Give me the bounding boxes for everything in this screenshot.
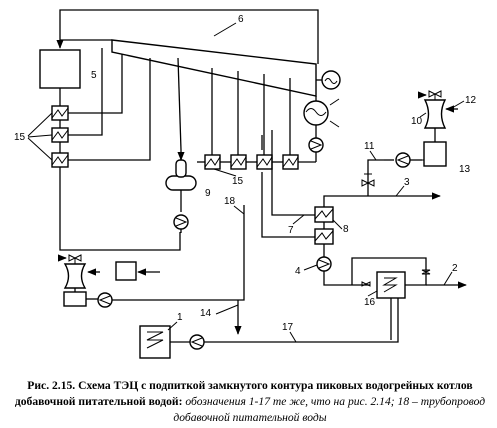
valve-icon xyxy=(361,173,375,187)
label-14: 14 xyxy=(200,308,212,319)
label-18: 18 xyxy=(224,196,236,207)
generator-icon xyxy=(316,70,341,90)
caption-title: Рис. 2.15. Схема ТЭЦ с подпиткой замкнут… xyxy=(14,379,473,408)
unit-13 xyxy=(423,141,447,167)
label-5: 5 xyxy=(91,70,97,81)
heat-exchanger-icon xyxy=(51,105,69,168)
figure-caption: Рис. 2.15. Схема ТЭЦ с подпиткой замкнут… xyxy=(6,378,494,426)
label-13: 13 xyxy=(459,164,471,175)
boiler-icon xyxy=(376,271,406,299)
heat-exchanger-icon xyxy=(314,206,334,245)
label-4: 4 xyxy=(295,266,301,277)
label-1: 1 xyxy=(177,312,183,323)
pump-icon xyxy=(189,334,205,350)
feed-line xyxy=(59,167,181,251)
label-9: 9 xyxy=(205,188,211,199)
fan-icon xyxy=(68,254,82,264)
cooling-tower-icon: 10 xyxy=(411,99,447,129)
label-6: 6 xyxy=(238,14,244,25)
label-17: 17 xyxy=(282,322,294,333)
pump-icon xyxy=(97,292,113,308)
pump-icon xyxy=(395,152,411,168)
pump-icon xyxy=(173,214,189,230)
caption-legend: обозначения 1-17 те же, что на рис. 2.14… xyxy=(173,395,486,424)
power-plant-scheme: 6 5 15 9 xyxy=(14,9,477,359)
turbine: 6 xyxy=(111,14,317,97)
pump-icon xyxy=(316,256,332,272)
steam-boiler: 5 xyxy=(39,49,97,89)
steam-main xyxy=(59,9,319,64)
deaerator-icon: 9 xyxy=(165,159,211,199)
cooling-tower-icon xyxy=(63,263,87,289)
boiler-icon: 1 xyxy=(139,312,183,359)
label-10: 10 xyxy=(411,116,423,127)
motor-left xyxy=(63,291,87,307)
label-2: 2 xyxy=(452,263,458,274)
label-15-middle: 15 xyxy=(232,176,244,187)
unit-left xyxy=(115,261,137,281)
valve-icon xyxy=(361,281,371,287)
fan-icon xyxy=(428,90,442,100)
pump-icon xyxy=(308,137,324,153)
label-16: 16 xyxy=(364,297,376,308)
label-11: 11 xyxy=(364,141,375,152)
label-8: 8 xyxy=(343,224,349,235)
label-7: 7 xyxy=(288,225,294,236)
label-3: 3 xyxy=(404,177,410,188)
label-12: 12 xyxy=(465,95,477,106)
label-15-left: 15 xyxy=(14,132,26,143)
valve-icon xyxy=(421,269,431,275)
condenser-icon xyxy=(303,98,340,128)
